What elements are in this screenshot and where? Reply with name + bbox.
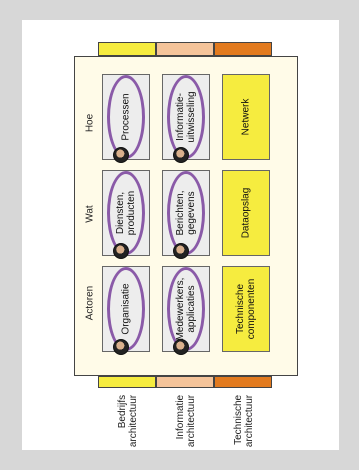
cell-business-what: Diensten, producten <box>102 170 150 259</box>
cell-technical-actors: Technische componenten <box>222 266 270 352</box>
person-avatar-icon <box>173 243 189 259</box>
column-label-information: Informatie architectuur <box>175 394 197 448</box>
person-avatar-icon <box>113 243 129 259</box>
row-label-what: Wat <box>84 205 96 223</box>
cell-information-actors: Medewerkers, applicaties <box>162 266 210 355</box>
cell-label: Netwerk <box>240 98 252 136</box>
person-avatar-icon <box>113 147 129 163</box>
person-avatar-icon <box>173 339 189 355</box>
cell-business-how: Processen <box>102 74 150 163</box>
row-label-how: Hoe <box>84 113 96 133</box>
cell-label: Dataopslag <box>240 187 252 239</box>
person-avatar-icon <box>173 147 189 163</box>
cell-information-what: Berichten, gegevens <box>162 170 210 259</box>
cell-label: Informatie- uitwisseling <box>175 91 197 143</box>
cell-label: Medewerkers, applicaties <box>175 277 197 341</box>
cell-information-how: Informatie- uitwisseling <box>162 74 210 163</box>
cell-label: Processen <box>120 93 132 141</box>
row-label-actors: Actoren <box>84 285 96 321</box>
technical-strip-top <box>214 42 272 56</box>
cell-label: Technische componenten <box>235 278 257 340</box>
column-label-business: Bedrijfs architectuur <box>117 394 139 448</box>
person-avatar-icon <box>113 339 129 355</box>
cell-label: Organisatie <box>120 283 132 335</box>
business-strip-top <box>98 42 156 56</box>
column-label-technical: Technische architectuur <box>233 394 255 448</box>
cell-label: Berichten, gegevens <box>175 190 197 236</box>
cell-business-actors: Organisatie <box>102 266 150 355</box>
cell-technical-how: Netwerk <box>222 74 270 160</box>
information-strip-top <box>156 42 214 56</box>
cell-label: Diensten, producten <box>115 190 137 236</box>
technical-strip-bottom <box>214 376 272 388</box>
business-strip-bottom <box>98 376 156 388</box>
cell-technical-what: Dataopslag <box>222 170 270 256</box>
information-strip-bottom <box>156 376 214 388</box>
